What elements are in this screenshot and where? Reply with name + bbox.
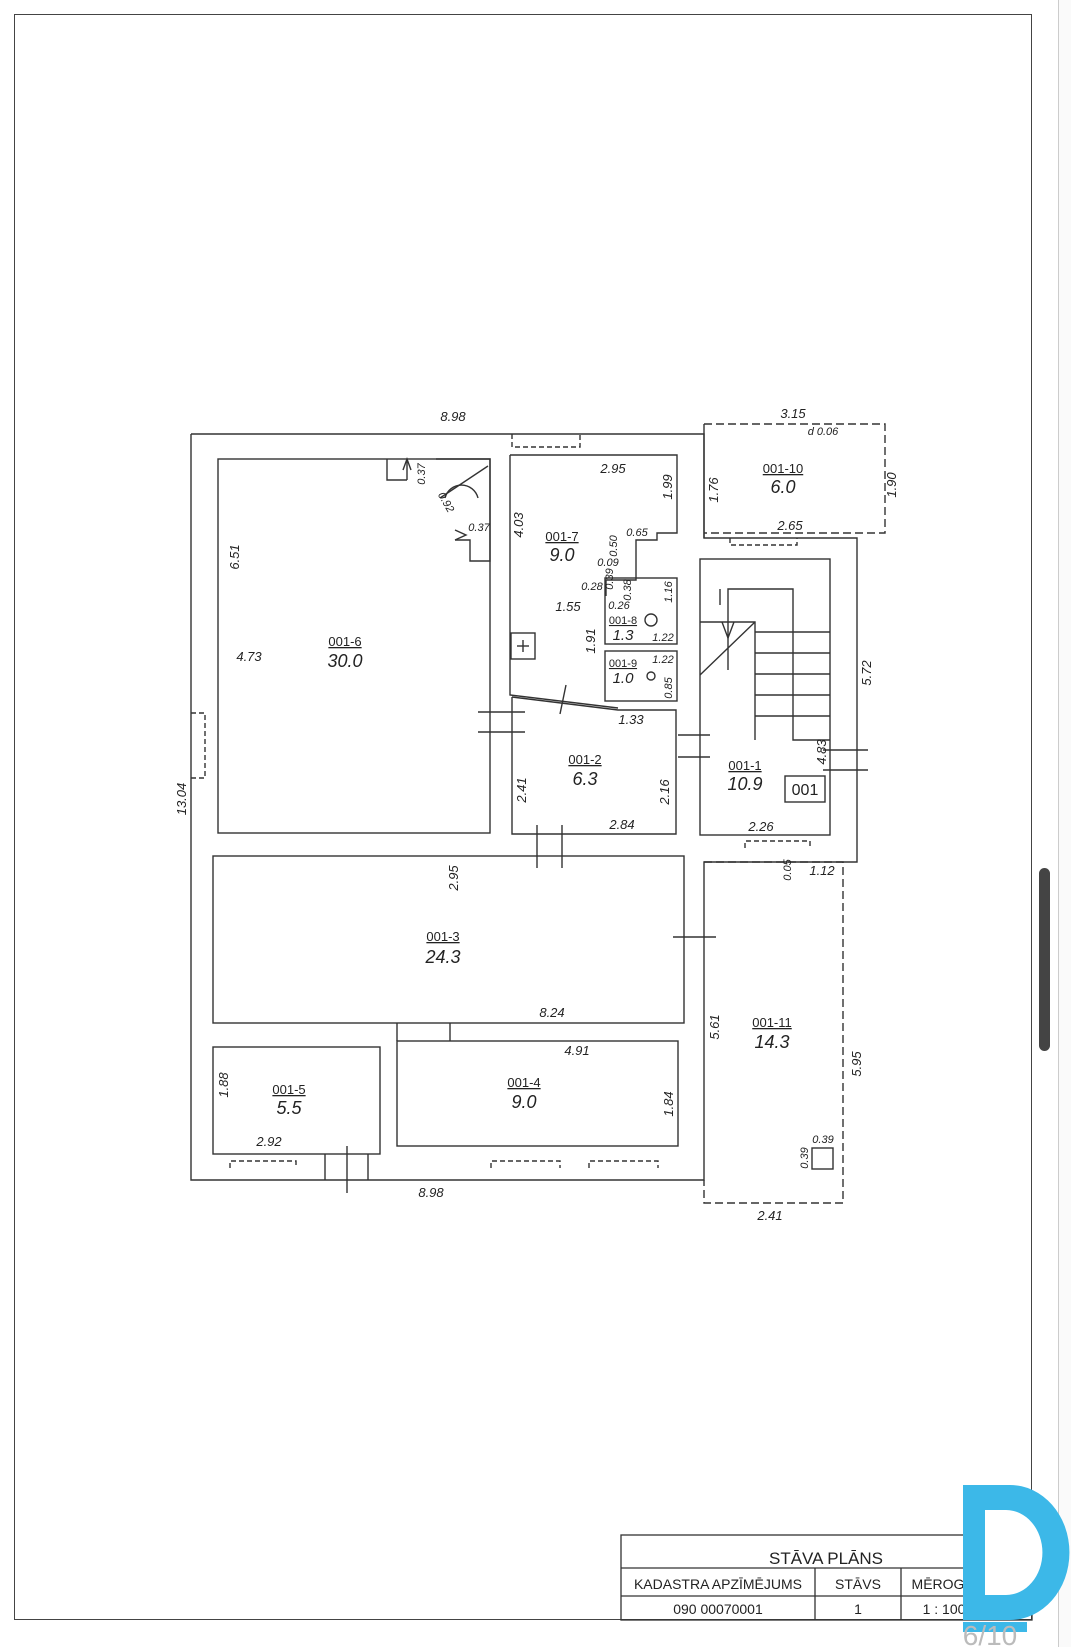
dim: 6.51 (227, 544, 242, 569)
page-indicator: 6/10 (963, 1620, 1018, 1647)
scrollbar[interactable] (1039, 868, 1050, 1051)
dim: 2.92 (255, 1134, 282, 1149)
dim: 2.84 (608, 817, 634, 832)
room-area: 10.9 (727, 774, 762, 794)
dim: 0.39 (799, 1147, 811, 1168)
room-area: 6.3 (572, 769, 597, 789)
dim: 0.28 (581, 581, 603, 593)
dim: 0.05 (782, 858, 794, 880)
dim: 0.92 (435, 490, 456, 515)
title-block-value: 1 (854, 1601, 862, 1617)
dim: 1.90 (884, 472, 899, 498)
title-block-header: KADASTRA APZĪMĒJUMS (634, 1576, 802, 1592)
dim-top: 8.98 (440, 409, 466, 424)
room-id: 001-9 (609, 658, 637, 670)
room-id: 001-1 (728, 758, 761, 773)
title-block-title: STĀVA PLĀNS (769, 1549, 883, 1568)
dim: 2.41 (514, 777, 529, 803)
dim: 8.24 (539, 1005, 564, 1020)
title-block-value: 1 : 100 (923, 1601, 966, 1617)
room-area: 24.3 (424, 947, 460, 967)
room-area: 6.0 (770, 477, 795, 497)
dim: 2.95 (599, 461, 626, 476)
room-id: 001-7 (545, 529, 578, 544)
room-area: 30.0 (327, 651, 362, 671)
dim: 1.33 (618, 712, 644, 727)
dim: 1.76 (706, 477, 721, 503)
dim: 0.38 (622, 578, 634, 600)
dim: 0.37 (416, 462, 428, 484)
dim: 5.95 (849, 1051, 864, 1077)
dim: 0.65 (626, 527, 648, 539)
dim: 0.50 (608, 534, 620, 556)
dim: 1.88 (216, 1072, 231, 1098)
dim: 2.95 (446, 865, 461, 892)
room-id: 001-3 (426, 929, 459, 944)
dim: 4.83 (814, 739, 829, 765)
room-id: 001-2 (568, 752, 601, 767)
dim: 1.16 (663, 580, 675, 602)
dim: 1.91 (583, 628, 598, 653)
room-area: 14.3 (754, 1032, 789, 1052)
dim: 5.72 (859, 660, 874, 686)
room-id: 001-4 (507, 1075, 540, 1090)
dim: 3.15 (780, 406, 806, 421)
dim: 0.39 (604, 568, 616, 589)
title-block-header: STĀVS (835, 1576, 881, 1592)
dim: 4.03 (511, 512, 526, 538)
drawing-frame (14, 14, 1032, 1620)
room-id: 001-10 (763, 461, 803, 476)
unit-label: 001 (792, 782, 819, 799)
dim: 2.41 (756, 1208, 782, 1223)
room-area: 9.0 (549, 545, 574, 565)
dim-bottom: 8.98 (418, 1185, 444, 1200)
dim: 2.16 (657, 779, 672, 806)
dim: 2.65 (776, 518, 803, 533)
page-edge (1058, 0, 1071, 1647)
title-block-value: 090 00070001 (673, 1601, 763, 1617)
dim: 2.26 (747, 819, 774, 834)
dim: 1.84 (661, 1091, 676, 1116)
dim: 1.22 (652, 632, 673, 644)
dim: 0.39 (812, 1134, 833, 1146)
room-area: 1.0 (613, 670, 635, 687)
dim-left: 13.04 (174, 783, 189, 816)
title-block-header: MĒROG (912, 1576, 965, 1592)
dim: d 0.06 (808, 426, 839, 438)
room-area: 5.5 (276, 1098, 302, 1118)
dim: 0.85 (663, 676, 675, 698)
dim: 1.12 (809, 863, 835, 878)
room-id: 001-11 (752, 1015, 792, 1030)
dim: 1.99 (660, 474, 675, 499)
dim: 0.26 (608, 600, 630, 612)
dim: 4.91 (564, 1043, 589, 1058)
dim: 0.37 (468, 522, 490, 534)
dim: 4.73 (236, 649, 262, 664)
dim: 0.09 (597, 557, 618, 569)
room-area: 1.3 (613, 627, 635, 644)
room-id: 001-5 (272, 1082, 305, 1097)
room-id: 001-6 (328, 634, 361, 649)
room-area: 9.0 (511, 1092, 536, 1112)
d-logo-icon (963, 1485, 1070, 1632)
dim: 1.22 (652, 654, 673, 666)
room-id: 001-8 (609, 615, 637, 627)
dim: 1.55 (555, 599, 581, 614)
dim: 5.61 (707, 1014, 722, 1039)
